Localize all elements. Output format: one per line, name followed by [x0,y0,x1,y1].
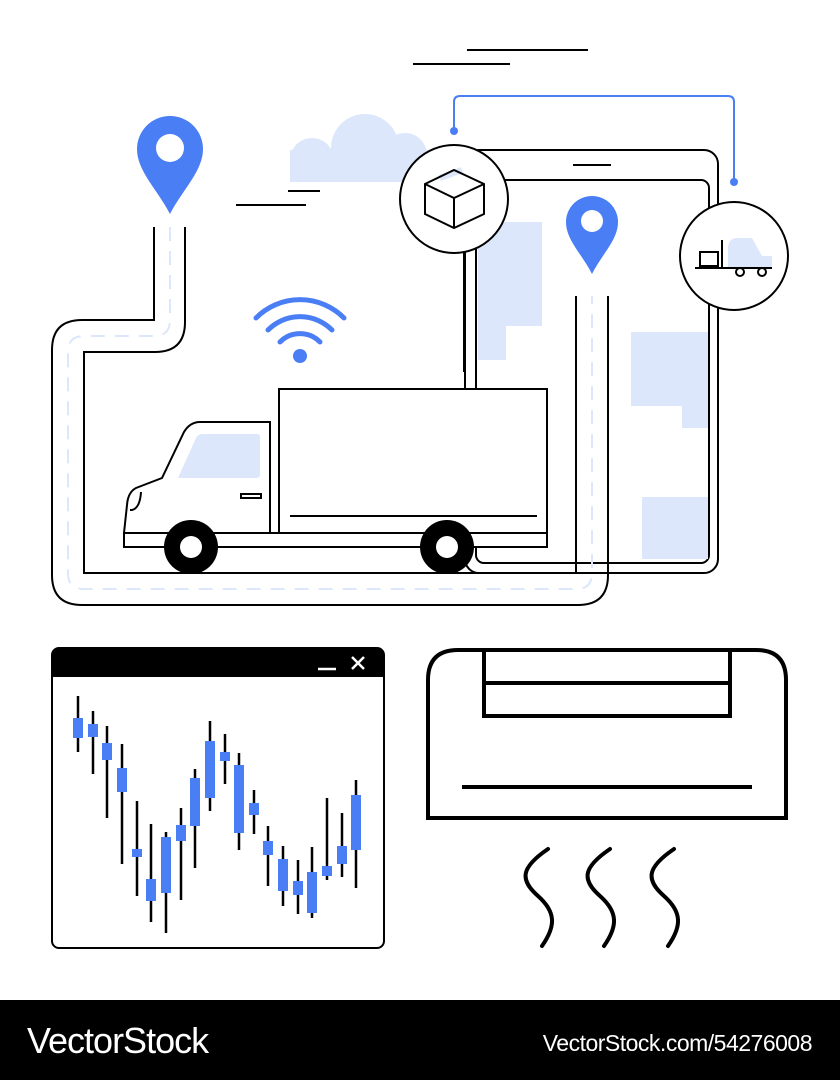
forklift-truck-icon [679,201,789,311]
image-url: VectorStock.com/54276008 [542,1030,813,1056]
road [51,227,609,606]
air-conditioner-icon [426,648,788,820]
decorative-lines [236,49,588,206]
package-box-icon [399,144,509,254]
candlestick-chart-window [51,647,385,949]
map-pin-icon-tablet [566,196,618,274]
brand-logo: VectorStock [27,1020,209,1061]
cloud-icon [290,114,430,182]
logistics-illustration [51,49,789,949]
footer-bar: VectorStock VectorStock.com/54276008 [0,1000,840,1080]
truck-wheels [164,520,474,574]
delivery-truck [122,388,548,548]
candle-bodies [73,718,361,913]
close-icon [351,656,365,670]
wifi-icon [253,297,347,345]
map-pin-icon-left [137,116,203,214]
heat-waves-icon [523,847,680,948]
